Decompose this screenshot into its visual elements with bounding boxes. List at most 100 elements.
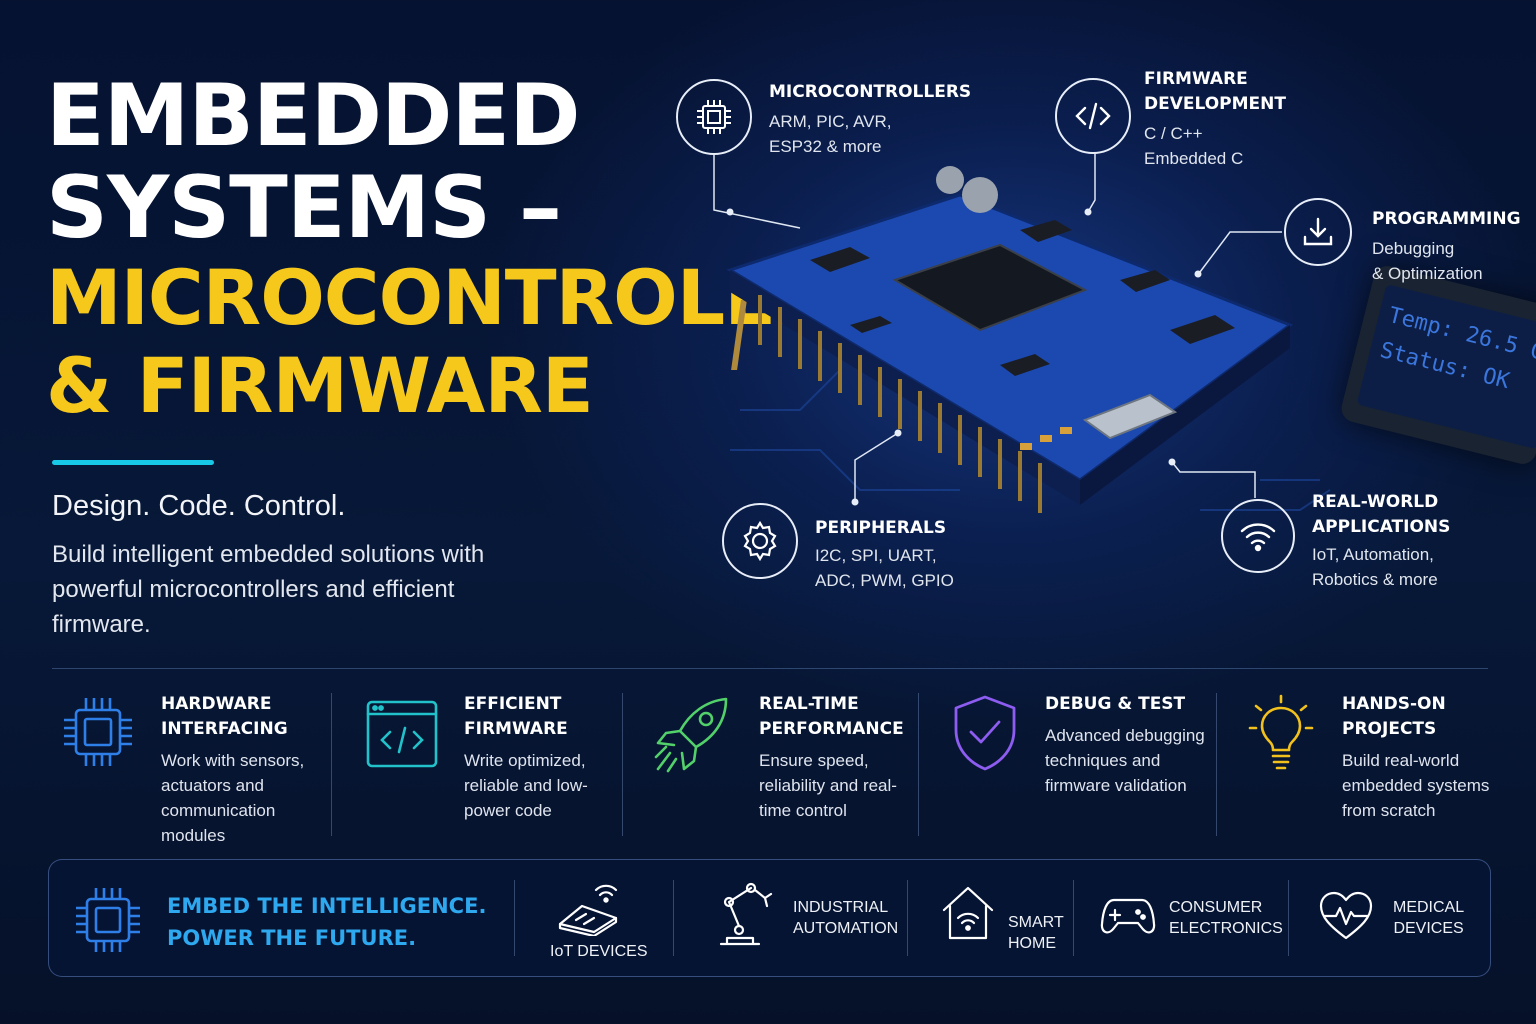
feature-debug-test: DEBUG & TEST Advanced debugging techniqu…: [1045, 692, 1210, 798]
feature-description: Work with sensors, actuators and communi…: [161, 751, 305, 845]
bar-slogan: EMBED THE INTELLIGENCE. POWER THE FUTURE…: [167, 890, 486, 954]
heart-pulse-icon: [1319, 891, 1373, 940]
iot-icon: [558, 884, 618, 938]
robot-arm-icon: [719, 882, 773, 946]
feature-efficient-firmware: EFFICIENT FIRMWARE Write optimized, reli…: [464, 692, 614, 823]
bar-separator: [673, 880, 674, 956]
app-consumer-electronics: CONSUMER ELECTRONICS: [1169, 897, 1283, 939]
callout-title: APPLICATIONS: [1312, 517, 1451, 537]
lightbulb-icon: [1248, 694, 1314, 770]
feature-hardware-interfacing: HARDWARE INTERFACING Work with sensors, …: [161, 692, 326, 848]
callout-line: ESP32 & more: [769, 137, 882, 156]
feature-separator: [622, 693, 623, 836]
callout-peripherals-circle: [722, 503, 798, 579]
callout-title: FIRMWARE: [1144, 69, 1248, 89]
chip-icon: [76, 888, 140, 952]
feature-title: REAL-TIME: [759, 694, 859, 714]
app-label-line: ELECTRONICS: [1169, 920, 1283, 937]
feature-title: PERFORMANCE: [759, 719, 904, 739]
callout-programming: PROGRAMMING Debugging & Optimization: [1372, 207, 1521, 286]
callout-applications-circle: [1221, 499, 1295, 573]
gear-icon: [743, 520, 777, 562]
callout-title: DEVELOPMENT: [1144, 94, 1286, 114]
feature-real-time-icon-wrap: [652, 695, 732, 780]
smart-home-icon-wrap: [940, 884, 996, 947]
gamepad-icon: [1100, 898, 1156, 934]
callout-microcontrollers: MICROCONTROLLERS ARM, PIC, AVR, ESP32 & …: [769, 80, 971, 159]
app-medical-devices: MEDICAL DEVICES: [1393, 897, 1464, 939]
feature-title: HARDWARE: [161, 694, 272, 714]
bar-separator: [514, 880, 515, 956]
heart-pulse-icon-wrap: [1318, 890, 1374, 947]
title-line-1: EMBEDDED: [46, 66, 581, 166]
feature-description: Ensure speed, reliability and real-time …: [759, 751, 897, 820]
title-line-2: SYSTEMS –: [46, 158, 562, 258]
rocket-icon: [654, 697, 728, 773]
slogan-line-1: EMBED THE INTELLIGENCE.: [167, 894, 487, 918]
section-divider: [52, 668, 1488, 669]
feature-separator: [918, 693, 919, 836]
callout-real-world-applications: REAL-WORLD APPLICATIONS IoT, Automation,…: [1312, 490, 1450, 592]
feature-hands-on-projects: HANDS-ON PROJECTS Build real-world embed…: [1342, 692, 1502, 823]
wifi-icon: [1240, 523, 1276, 552]
callout-title: REAL-WORLD: [1312, 492, 1439, 512]
callout-title: PERIPHERALS: [815, 518, 947, 538]
callout-line: C / C++: [1144, 124, 1203, 143]
callout-line: IoT, Automation,: [1312, 545, 1434, 564]
callout-line: I2C, SPI, UART,: [815, 546, 937, 565]
app-label-iot: IoT DEVICES: [550, 943, 648, 960]
app-industrial-automation: INDUSTRIAL AUTOMATION: [793, 897, 898, 939]
chip-icon: [697, 100, 731, 134]
callout-line: ADC, PWM, GPIO: [815, 571, 954, 590]
feature-projects-icon-wrap: [1248, 694, 1314, 781]
callout-firmware-development: FIRMWARE DEVELOPMENT C / C++ Embedded C: [1144, 67, 1286, 171]
app-label-line: DEVICES: [1393, 920, 1464, 937]
feature-title: PROJECTS: [1342, 719, 1437, 739]
title-line-4: & FIRMWARE: [46, 341, 594, 430]
app-label-line: INDUSTRIAL: [793, 899, 889, 916]
callout-line: Robotics & more: [1312, 570, 1438, 589]
gamepad-icon-wrap: [1100, 896, 1156, 943]
callout-firmware-circle: [1055, 78, 1131, 154]
feature-title: DEBUG & TEST: [1045, 694, 1186, 714]
feature-separator: [331, 693, 332, 836]
app-label-line: HOME: [1008, 935, 1056, 952]
bar-chip-icon-wrap: [72, 884, 144, 961]
slogan-line-2: POWER THE FUTURE.: [167, 926, 417, 950]
hero-description: Build intelligent embedded solutions wit…: [52, 541, 485, 638]
app-label-line: CONSUMER: [1169, 899, 1263, 916]
applications-bar: [48, 859, 1491, 977]
app-label-line: AUTOMATION: [793, 920, 899, 937]
feature-title: FIRMWARE: [464, 719, 568, 739]
feature-title: INTERFACING: [161, 719, 288, 739]
bar-separator: [907, 880, 908, 956]
download-icon: [1303, 217, 1333, 246]
callout-peripherals: PERIPHERALS I2C, SPI, UART, ADC, PWM, GP…: [815, 516, 954, 593]
callout-title: PROGRAMMING: [1372, 209, 1521, 229]
app-label-line: MEDICAL: [1393, 899, 1465, 916]
feature-separator: [1216, 693, 1217, 836]
tagline: Design. Code. Control.: [52, 490, 346, 522]
robot-arm-icon-wrap: [715, 880, 779, 953]
feature-title: HANDS-ON: [1342, 694, 1446, 714]
callout-line: Debugging: [1372, 239, 1455, 258]
app-smart-home: SMART HOME: [1008, 912, 1064, 954]
feature-description: Build real-world embedded systems from s…: [1342, 751, 1490, 820]
feature-efficient-firmware-icon-wrap: [366, 700, 438, 773]
callout-microcontrollers-circle: [676, 79, 752, 155]
iot-icon-wrap: [556, 880, 622, 941]
callout-programming-circle: [1284, 198, 1352, 266]
feature-description: Advanced debugging techniques and firmwa…: [1045, 726, 1205, 795]
callout-title: MICROCONTROLLERS: [769, 82, 972, 102]
callout-line: ARM, PIC, AVR,: [769, 112, 892, 131]
feature-description: Write optimized, reliable and low-power …: [464, 751, 588, 820]
code-icon: [1075, 102, 1111, 130]
code-window-icon: [366, 700, 438, 768]
microcontroller-board-illustration: [726, 166, 1331, 513]
feature-hardware-interfacing-icon-wrap: [60, 694, 136, 775]
accent-underline: [52, 460, 214, 465]
callout-line: & Optimization: [1372, 264, 1483, 283]
app-label-line: SMART: [1008, 914, 1064, 931]
bar-separator: [1073, 880, 1074, 956]
shield-check-icon: [954, 695, 1016, 771]
